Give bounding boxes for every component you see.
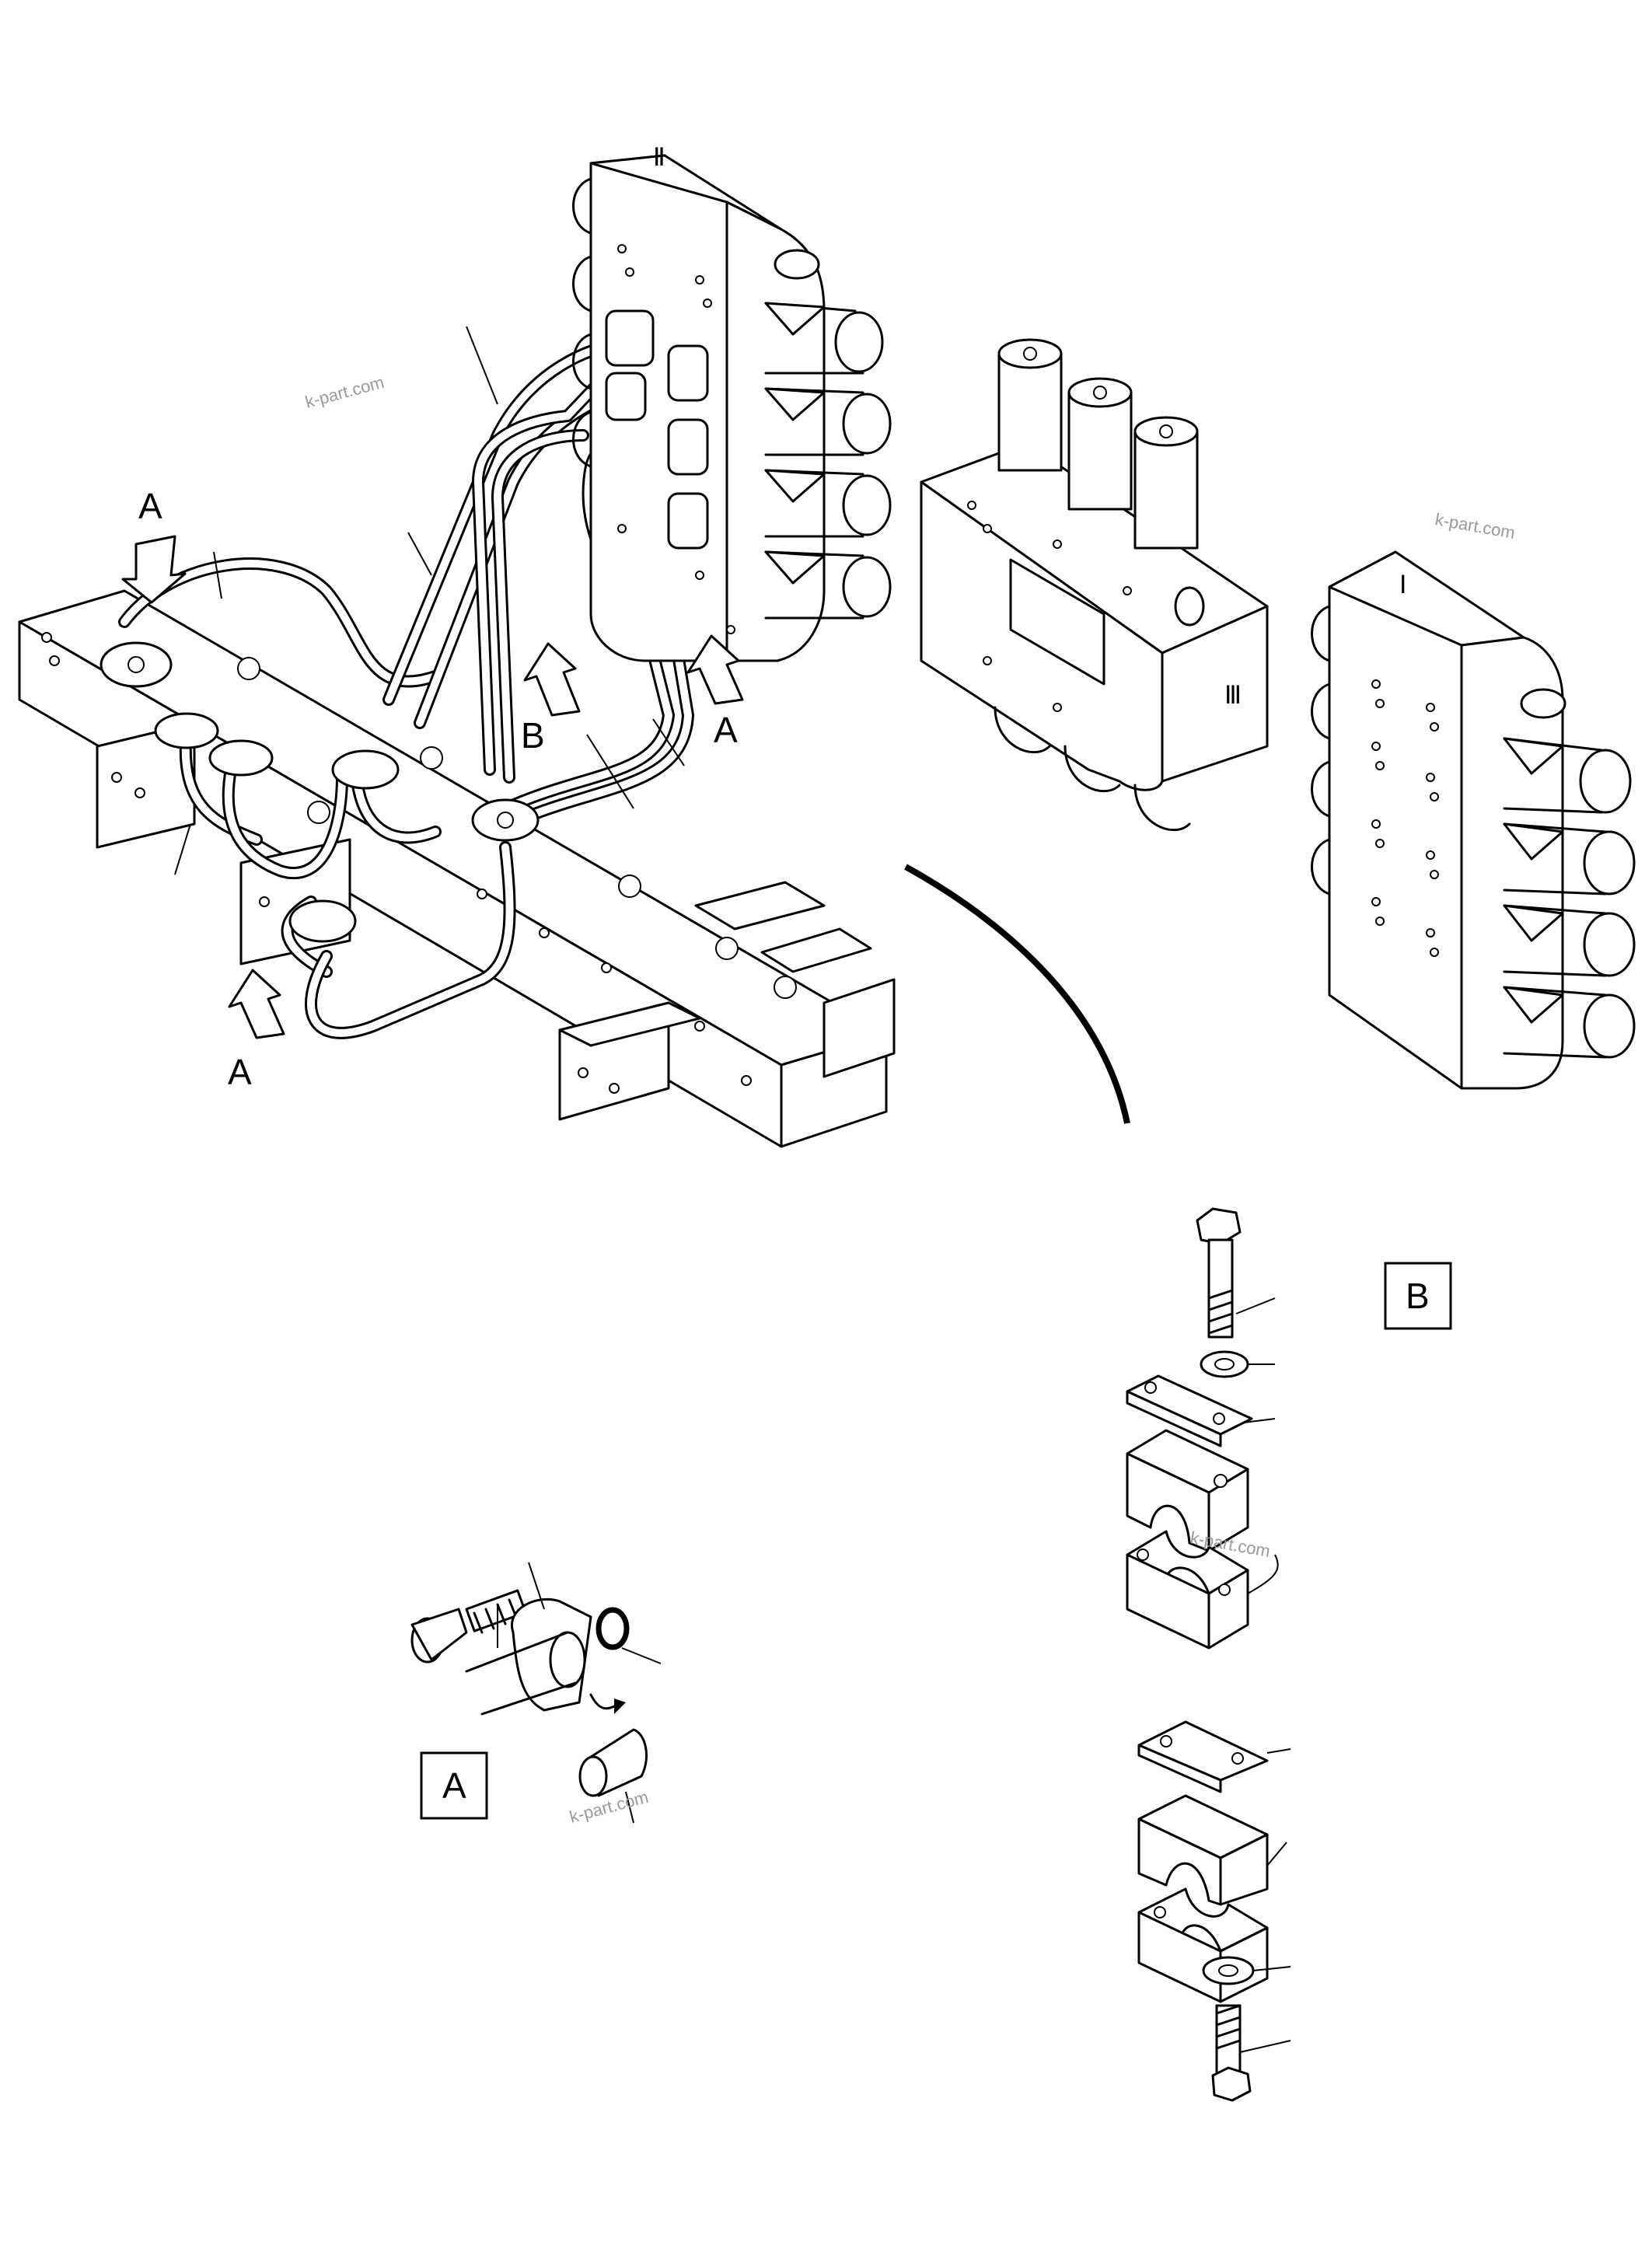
arrow-a-bottom-label: A bbox=[228, 1052, 252, 1092]
detail-b-label: B bbox=[1406, 1276, 1430, 1316]
bolt-head bbox=[715, 937, 739, 960]
bolt-head bbox=[420, 746, 443, 770]
arrow-a-top: A bbox=[121, 486, 187, 604]
control-valve-2: Ⅱ bbox=[572, 143, 892, 662]
clamp-half-lower-2 bbox=[1137, 1887, 1269, 2003]
port-hole bbox=[609, 1083, 620, 1094]
bolt-head bbox=[774, 976, 797, 999]
arrow-a-bottom: A bbox=[228, 969, 285, 1092]
arrow-b-label: B bbox=[521, 715, 545, 756]
control-valve-3: Ⅲ bbox=[920, 338, 1269, 832]
port-hole bbox=[578, 1067, 589, 1078]
detail-b-box bbox=[1384, 1262, 1452, 1330]
port-hole bbox=[41, 632, 52, 643]
detail-b: B bbox=[1126, 1207, 1452, 2102]
hex-bolt-2 bbox=[1211, 2004, 1252, 2102]
plug bbox=[578, 1728, 648, 1797]
watermark: k-part.com bbox=[1434, 509, 1517, 543]
arrow-b: B bbox=[521, 642, 581, 756]
valve-1-label: Ⅰ bbox=[1399, 571, 1406, 599]
arrow-a-right: A bbox=[686, 634, 744, 750]
valve-3-cylinders bbox=[997, 338, 1199, 550]
flange bbox=[288, 899, 357, 943]
pipe-flanges bbox=[100, 641, 540, 943]
bolt-head bbox=[237, 657, 260, 680]
watermark: k-part.com bbox=[568, 1787, 651, 1827]
leader-arc bbox=[904, 864, 1130, 1124]
port-hole bbox=[694, 1021, 705, 1032]
valve-3-side bbox=[1161, 605, 1269, 783]
cap-3 bbox=[823, 978, 896, 1078]
clamp-half-upper bbox=[1126, 1429, 1249, 1552]
cap-2 bbox=[760, 927, 872, 973]
split-flange bbox=[465, 1597, 592, 1716]
clamp-half-lower bbox=[1126, 1530, 1249, 1650]
watermark: k-part.com bbox=[303, 372, 386, 412]
flange bbox=[208, 739, 274, 777]
detail-a: A bbox=[410, 1562, 662, 1824]
port-hole bbox=[741, 1075, 752, 1086]
port-hole bbox=[134, 787, 145, 798]
cap-1 bbox=[694, 881, 826, 930]
o-ring bbox=[595, 1607, 630, 1650]
control-valve-1: Ⅰ bbox=[1311, 550, 1636, 1090]
valve-2-spools bbox=[764, 302, 892, 620]
port-hole bbox=[601, 962, 612, 973]
port-hole bbox=[259, 896, 270, 907]
arrow-a-right-label: A bbox=[714, 710, 738, 750]
port-hole bbox=[477, 889, 487, 899]
bolt-head bbox=[307, 801, 330, 824]
port-hole bbox=[539, 927, 550, 938]
clamp-half-upper-2 bbox=[1137, 1794, 1269, 1906]
valve-2-label: Ⅱ bbox=[653, 143, 665, 171]
arrow-a-top-label: A bbox=[138, 486, 162, 526]
port-hole bbox=[111, 772, 122, 783]
flange bbox=[154, 712, 219, 749]
cap-screw bbox=[410, 1589, 527, 1664]
hex-bolt bbox=[1196, 1207, 1242, 1339]
valve-1-holes bbox=[1371, 679, 1439, 957]
leader-lines bbox=[174, 326, 685, 875]
lower-block-end-top bbox=[558, 1001, 701, 1047]
bolt-head bbox=[618, 875, 641, 898]
port-hole bbox=[49, 655, 60, 666]
valve-3-label: Ⅲ bbox=[1224, 681, 1242, 709]
detail-a-label: A bbox=[442, 1765, 466, 1806]
flange bbox=[331, 749, 400, 790]
detail-a-box bbox=[420, 1751, 488, 1820]
valve-1-spools bbox=[1503, 737, 1636, 1059]
